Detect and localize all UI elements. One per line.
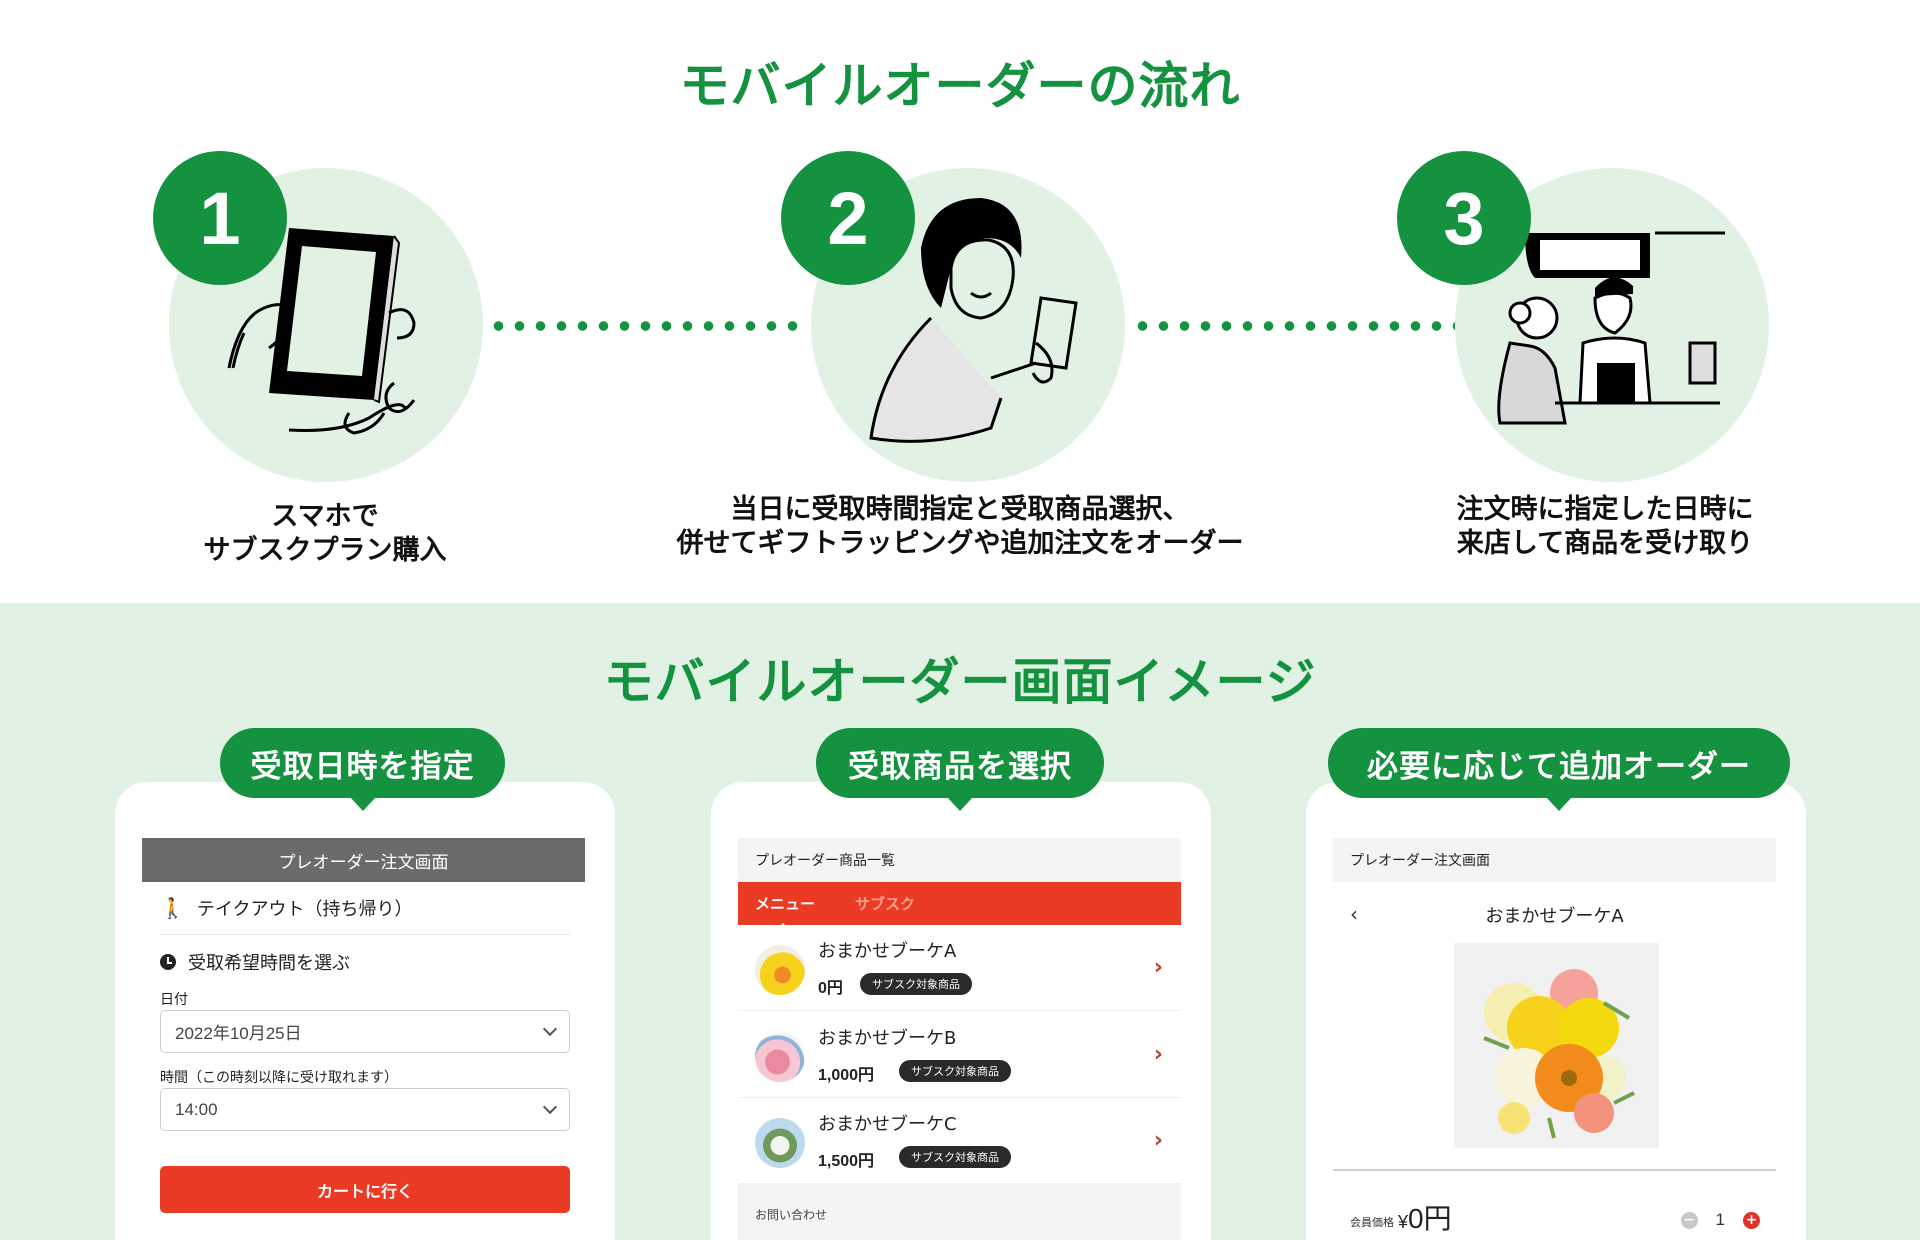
connector-dots — [1132, 321, 1462, 331]
date-label: 日付 — [160, 992, 188, 1008]
time-select[interactable]: 14:00 — [160, 1088, 570, 1131]
product-price: 0円 — [818, 980, 843, 997]
product-name: おまかせブーケA — [818, 941, 957, 962]
woman-using-phone-icon — [869, 198, 1078, 443]
pill-additional-order: 必要に応じて追加オーダー — [1328, 728, 1790, 798]
tab-subscription[interactable]: サブスク — [855, 895, 916, 913]
preorder-header: プレオーダー注文画面 — [142, 838, 585, 882]
pickup-time-section: 受取希望時間を選ぶ — [160, 937, 570, 987]
step-2-caption-line1: 当日に受取時間指定と受取商品選択、 — [730, 494, 1190, 525]
product-item[interactable]: おまかせブーケB 1,000円 サブスク対象商品 › — [738, 1012, 1181, 1098]
takeout-label: テイクアウト（持ち帰り） — [196, 899, 413, 920]
hand-holding-phone-icon — [227, 228, 416, 435]
chevron-down-icon — [542, 1099, 558, 1114]
screen-mockup-product-list: プレオーダー商品一覧 メニュー サブスク おまかせブーケA 0円 サブスク対象商… — [711, 782, 1211, 1240]
step-3-caption-line2: 来店して商品を受け取り — [1456, 528, 1754, 559]
product-price: 1,500円 — [818, 1153, 875, 1170]
step-1-caption-line1: スマホで — [271, 501, 379, 532]
time-label: 時間（この時刻以降に受け取れます） — [160, 1070, 398, 1086]
quantity-value: 1 — [1715, 1210, 1725, 1229]
screen-mockup-product-detail: プレオーダー注文画面 おまかせブーケA ‹ 会員価格 ¥0円 − 1 + — [1306, 782, 1806, 1240]
yen-symbol: ¥ — [1398, 1212, 1409, 1232]
divider — [160, 934, 570, 935]
minus-icon[interactable]: − — [1680, 1211, 1698, 1229]
step-3-caption: 注文時に指定した日時に 来店して商品を受け取り — [1380, 493, 1830, 561]
subscription-badge: サブスク対象商品 — [899, 1146, 1011, 1168]
step-2-caption-line2: 併せてギフトラッピングや追加注文をオーダー — [676, 528, 1244, 559]
divider — [1333, 1169, 1776, 1171]
product-item[interactable]: おまかせブーケA 0円 サブスク対象商品 › — [738, 925, 1181, 1011]
contact-link[interactable]: お問い合わせ — [738, 1184, 1181, 1240]
product-price: 1,000円 — [818, 1067, 875, 1084]
plus-icon[interactable]: + — [1743, 1211, 1760, 1229]
subscription-badge: サブスク対象商品 — [860, 973, 972, 995]
step-2-number-badge: 2 — [781, 151, 915, 285]
customer-at-counter-icon — [1497, 231, 1725, 425]
member-price-label: 会員価格 — [1350, 1216, 1394, 1229]
flow-title: モバイルオーダーの流れ — [679, 57, 1241, 115]
time-value: 14:00 — [175, 1099, 218, 1119]
product-name: おまかせブーケB — [818, 1028, 957, 1049]
step-1-illustration-circle — [169, 168, 483, 482]
chevron-right-icon: › — [1153, 1128, 1163, 1153]
pickup-time-label: 受取希望時間を選ぶ — [188, 953, 350, 974]
bouquet-photo — [1454, 943, 1659, 1148]
product-list-header: プレオーダー商品一覧 — [738, 838, 1181, 882]
bouquet-b-thumbnail — [755, 1032, 805, 1082]
screens-title: モバイルオーダー画面イメージ — [603, 653, 1317, 711]
price-value: 0円 — [1408, 1203, 1452, 1234]
screen-mockup-pickup-time: プレオーダー注文画面 🚶 テイクアウト（持ち帰り） 受取希望時間を選ぶ 日付 2… — [115, 782, 615, 1240]
bouquet-image-icon — [1454, 943, 1659, 1148]
step-3-caption-line1: 注文時に指定した日時に — [1456, 494, 1754, 525]
step-1-number-badge: 1 — [153, 151, 287, 285]
bouquet-c-thumbnail — [755, 1118, 805, 1168]
chevron-right-icon: › — [1153, 1042, 1163, 1067]
product-title: おまかせブーケA — [1485, 906, 1624, 927]
date-select[interactable]: 2022年10月25日 — [160, 1010, 570, 1053]
subscription-badge: サブスク対象商品 — [899, 1060, 1011, 1082]
preorder-header: プレオーダー注文画面 — [1333, 838, 1776, 882]
bouquet-a-thumbnail — [755, 945, 805, 995]
go-to-cart-button[interactable]: カートに行く — [160, 1166, 570, 1213]
product-name: おまかせブーケC — [818, 1114, 957, 1135]
step-1-caption: スマホで サブスクプラン購入 — [100, 500, 550, 568]
walking-person-icon: 🚶 — [160, 896, 185, 920]
product-item[interactable]: おまかせブーケC 1,500円 サブスク対象商品 › — [738, 1098, 1181, 1184]
takeout-option[interactable]: 🚶 テイクアウト（持ち帰り） — [160, 883, 570, 933]
chevron-right-icon: › — [1153, 955, 1163, 980]
step-2-caption: 当日に受取時間指定と受取商品選択、 併せてギフトラッピングや追加注文をオーダー — [560, 493, 1360, 561]
member-price: ¥0円 — [1398, 1197, 1452, 1237]
tab-menu[interactable]: メニュー — [755, 895, 816, 929]
clock-icon — [160, 954, 176, 970]
date-value: 2022年10月25日 — [175, 1024, 302, 1043]
step-3-number-badge: 3 — [1397, 151, 1531, 285]
step-1-caption-line2: サブスクプラン購入 — [203, 535, 447, 566]
connector-dots — [488, 321, 808, 331]
pill-specify-pickup-time: 受取日時を指定 — [220, 728, 505, 798]
chevron-down-icon — [542, 1021, 558, 1036]
back-chevron-icon[interactable]: ‹ — [1350, 902, 1358, 926]
tab-bar: メニュー サブスク — [738, 882, 1181, 929]
pill-select-product: 受取商品を選択 — [816, 728, 1104, 798]
quantity-stepper: − 1 + — [1680, 1210, 1760, 1230]
